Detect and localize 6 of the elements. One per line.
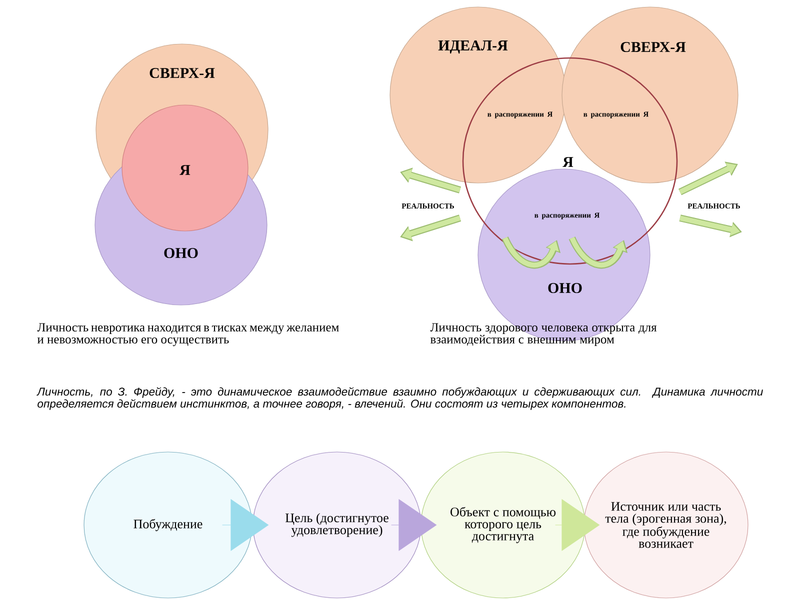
chevron-arrow xyxy=(555,499,600,551)
caption: Личность невротика находится в тисках между желанием и невозможностью его осуществить xyxy=(37,323,339,346)
caption: Личность здорового человека открыта для взаимодействия с внешним миром xyxy=(430,323,657,346)
chevron-arrow xyxy=(391,499,437,551)
chevron-arrow xyxy=(222,499,268,551)
paragraph: Личность, по З. Фрейду, - это динамическое взаимодействие взаимно побуждающих и сдерживающих сил. Динамика личности определяется действием инстинктов, а точнее говоря, - влечений. Они состоят из четырех компонентов. xyxy=(36,387,763,410)
